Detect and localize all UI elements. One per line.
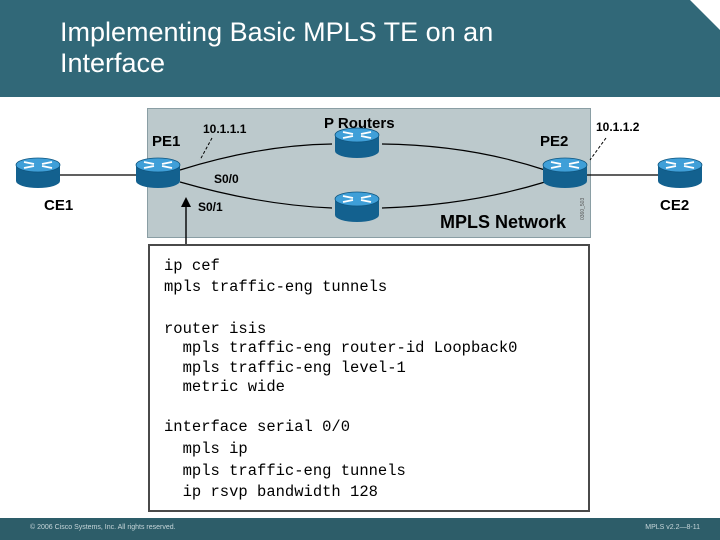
router-ce1-icon: [15, 157, 61, 189]
router-pe2-icon: [542, 157, 588, 189]
router-ce2-icon: [657, 157, 703, 189]
pe2-ip-pointer: [589, 137, 607, 161]
label-mpls-network: MPLS Network: [440, 212, 567, 232]
corner-accent: [690, 0, 720, 30]
slide-title: Implementing Basic MPLS TE on an Interfa…: [60, 17, 493, 79]
config-line-2: mpls traffic-eng tunnels: [164, 278, 388, 296]
footer-course-id: MPLS v2.2—8-11: [645, 524, 700, 531]
config-line-7: interface serial 0/0: [164, 418, 351, 436]
label-pe1-ip: 10.1.1.1: [203, 122, 247, 136]
config-arrow-head: [181, 197, 191, 207]
router-pe1-icon: [135, 157, 181, 189]
link-pe1-p-bottom: [179, 181, 333, 209]
config-line-8: mpls ip: [164, 440, 248, 458]
label-p-routers: P Routers: [324, 115, 395, 132]
link-pe1-p-top: [179, 143, 333, 171]
config-line-1: ip cef: [164, 257, 220, 275]
config-line-9: mpls traffic-eng tunnels: [164, 462, 406, 480]
config-line-10: ip rsvp bandwidth 128: [164, 483, 378, 501]
footer-copyright: © 2006 Cisco Systems, Inc. All rights re…: [30, 524, 176, 531]
link-p-bottom-pe2: [381, 181, 546, 209]
label-pe1: PE1: [152, 133, 181, 150]
network-diagram: [15, 127, 703, 247]
label-pe2: PE2: [540, 133, 569, 150]
label-s00: S0/0: [214, 172, 239, 186]
config-box: [148, 244, 590, 512]
config-line-3: router isis: [164, 320, 267, 338]
router-p-bottom-icon: [334, 191, 380, 223]
config-line-5: mpls traffic-eng level-1: [164, 359, 406, 377]
label-pe2-ip: 10.1.1.2: [596, 120, 640, 134]
pe1-ip-pointer: [199, 137, 213, 161]
config-line-4: mpls traffic-eng router-id Loopback0: [164, 339, 518, 357]
label-ce1: CE1: [44, 197, 74, 214]
label-ce2: CE2: [660, 197, 690, 214]
slide-title-line2: Interface: [60, 48, 166, 78]
label-s01: S0/1: [198, 200, 223, 214]
config-line-6: metric wide: [164, 378, 285, 396]
slide-footer: © 2006 Cisco Systems, Inc. All rights re…: [0, 518, 720, 540]
figure-id: 0360_503: [580, 197, 586, 220]
slide-header: Implementing Basic MPLS TE on an Interfa…: [0, 0, 720, 97]
link-p-top-pe2: [381, 143, 546, 171]
router-p-top-icon: [334, 127, 380, 159]
slide-title-line1: Implementing Basic MPLS TE on an: [60, 17, 494, 47]
